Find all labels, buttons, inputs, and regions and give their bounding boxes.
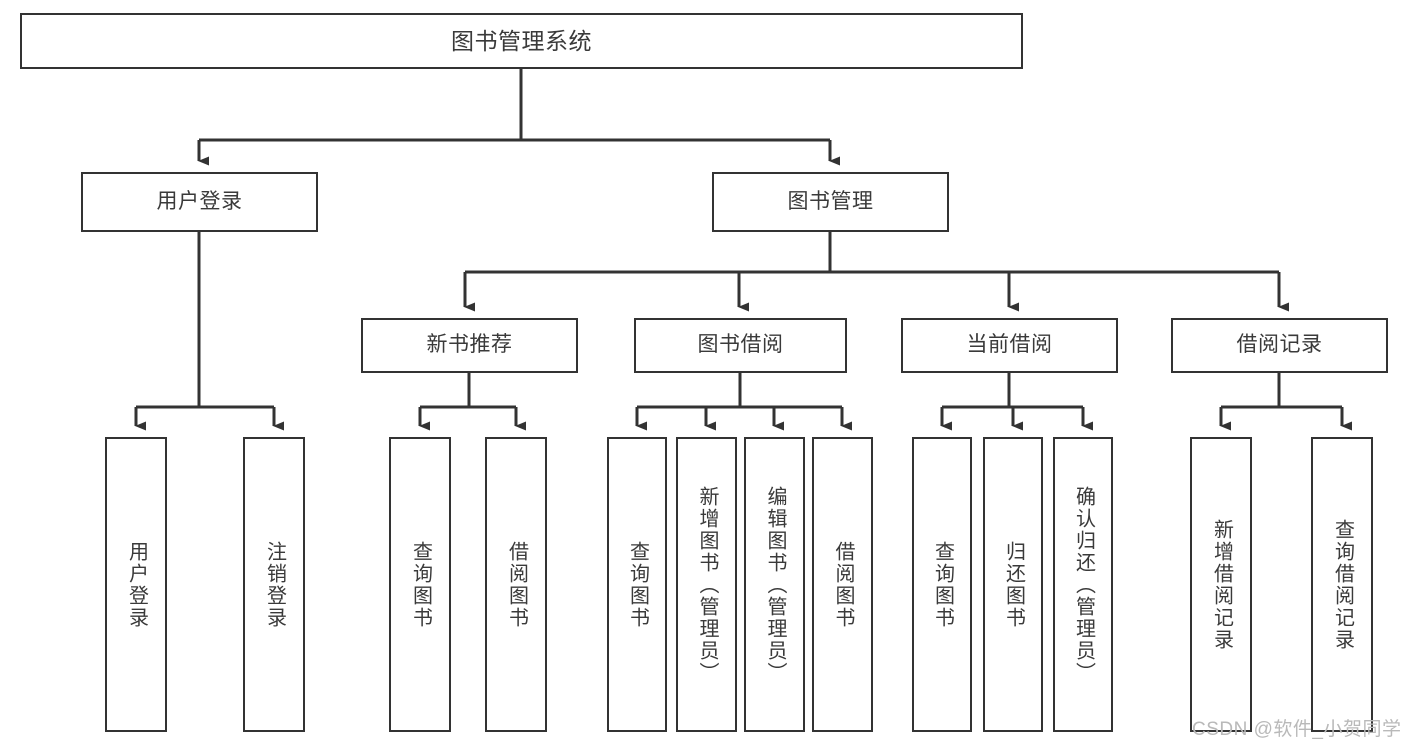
node-new-book-recommend-label: 新书推荐 xyxy=(426,333,513,357)
node-book-manage-label: 图书管理 xyxy=(787,189,874,213)
node-borrow-record-label: 借阅记录 xyxy=(1236,333,1323,357)
node-leaf-query-book-3[interactable]: 查询图书 xyxy=(912,437,972,732)
node-root-system[interactable]: 图书管理系统 xyxy=(20,13,1023,69)
node-leaf-confirm-return-label: 确认归还（管理员） xyxy=(1072,485,1095,684)
node-leaf-logout-login[interactable]: 注销登录 xyxy=(243,437,305,732)
node-borrow-record[interactable]: 借阅记录 xyxy=(1171,318,1388,373)
node-user-login-label: 用户登录 xyxy=(156,189,243,213)
node-leaf-query-book-1[interactable]: 查询图书 xyxy=(389,437,451,732)
node-user-login[interactable]: 用户登录 xyxy=(81,172,318,232)
node-leaf-query-record[interactable]: 查询借阅记录 xyxy=(1311,437,1373,732)
node-leaf-add-record-label: 新增借阅记录 xyxy=(1210,518,1233,651)
node-leaf-confirm-return[interactable]: 确认归还（管理员） xyxy=(1053,437,1113,732)
node-leaf-return-book-label: 归还图书 xyxy=(1002,540,1025,629)
node-leaf-query-book-2-label: 查询图书 xyxy=(626,540,649,629)
node-leaf-borrow-book-2-label: 借阅图书 xyxy=(832,540,854,629)
node-book-borrow-label: 图书借阅 xyxy=(697,333,784,357)
node-leaf-add-book[interactable]: 新增图书（管理员） xyxy=(676,437,737,732)
node-leaf-borrow-book-1[interactable]: 借阅图书 xyxy=(485,437,547,732)
node-book-borrow[interactable]: 图书借阅 xyxy=(634,318,847,373)
node-leaf-user-login[interactable]: 用户登录 xyxy=(105,437,167,732)
node-leaf-query-book-3-label: 查询图书 xyxy=(931,540,954,629)
node-leaf-borrow-book-1-label: 借阅图书 xyxy=(505,540,528,629)
node-current-borrow[interactable]: 当前借阅 xyxy=(901,318,1118,373)
node-leaf-borrow-book-2[interactable]: 借阅图书 xyxy=(812,437,873,732)
node-new-book-recommend[interactable]: 新书推荐 xyxy=(361,318,578,373)
node-leaf-query-book-1-label: 查询图书 xyxy=(409,540,432,629)
node-leaf-edit-book-label: 编辑图书（管理员） xyxy=(764,485,786,684)
node-leaf-add-book-label: 新增图书（管理员） xyxy=(696,485,718,684)
node-current-borrow-label: 当前借阅 xyxy=(966,333,1053,357)
node-leaf-query-book-2[interactable]: 查询图书 xyxy=(607,437,667,732)
node-book-manage[interactable]: 图书管理 xyxy=(712,172,949,232)
node-root-system-label: 图书管理系统 xyxy=(451,27,592,54)
node-leaf-edit-book[interactable]: 编辑图书（管理员） xyxy=(744,437,805,732)
node-leaf-add-record[interactable]: 新增借阅记录 xyxy=(1190,437,1252,732)
node-leaf-logout-login-label: 注销登录 xyxy=(263,540,286,629)
node-leaf-user-login-label: 用户登录 xyxy=(125,540,148,629)
node-leaf-query-record-label: 查询借阅记录 xyxy=(1331,518,1354,651)
node-leaf-return-book[interactable]: 归还图书 xyxy=(983,437,1043,732)
